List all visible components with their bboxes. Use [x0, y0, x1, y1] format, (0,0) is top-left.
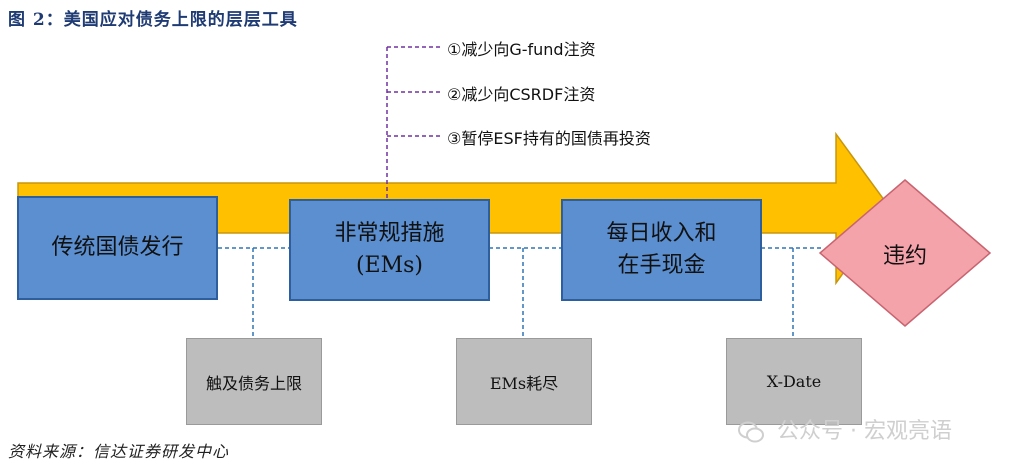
watermark-text: 公众号 · 宏观亮语 [777, 419, 952, 444]
ems-option-2: ②减少向CSRDF注资 [447, 85, 596, 104]
trigger-debt-ceiling-hit: 触及债务上限 [186, 338, 322, 425]
default-diamond [818, 179, 992, 327]
stage-label: 传统国债发行 [51, 235, 184, 261]
stage-extraordinary-measures: 非常规措施 (EMs) [289, 199, 490, 301]
stage-daily-receipts-cash: 每日收入和 在手现金 [561, 199, 762, 301]
stage-label: 非常规措施 (EMs) [334, 221, 445, 278]
ems-option-1: ①减少向G-fund注资 [447, 40, 596, 59]
trigger-connectors [252, 248, 794, 338]
default-label: 违约 [882, 244, 927, 269]
wechat-icon [738, 421, 764, 443]
source-note: 资料来源：信达证券研发中心 [8, 442, 230, 461]
trigger-label: 触及债务上限 [205, 373, 302, 393]
ems-option-3: ③暂停ESF持有的国债再投资 [447, 129, 651, 148]
stage-label: 每日收入和 在手现金 [606, 221, 717, 278]
figure-title: 图 2：美国应对债务上限的层层工具 [8, 10, 298, 30]
trigger-x-date: X-Date [726, 338, 862, 425]
options-connector [386, 46, 440, 202]
trigger-ems-exhausted: EMs耗尽 [456, 338, 592, 425]
trigger-label: EMs耗尽 [489, 373, 559, 393]
watermark: 公众号 · 宏观亮语 [738, 413, 952, 445]
trigger-label: X-Date [766, 372, 822, 391]
stage-traditional-issuance: 传统国债发行 [17, 196, 218, 300]
